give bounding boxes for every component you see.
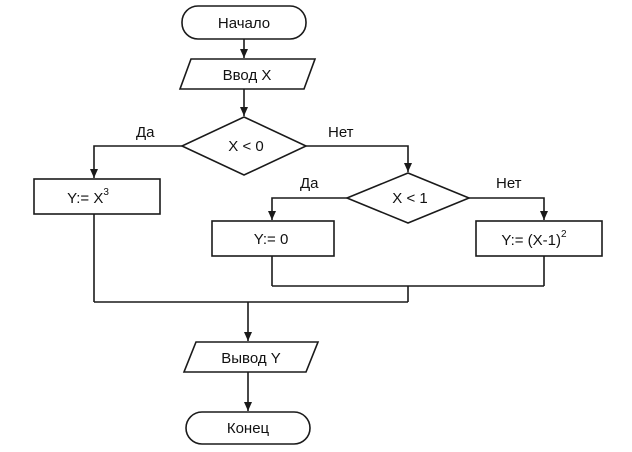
assign-zero-label: Y:= 0 (254, 231, 289, 248)
edge-cond2-no (469, 197, 548, 220)
assign-cube-label: Y:= X3 (67, 187, 109, 207)
decision-x-lt-0: X < 0 (180, 116, 308, 176)
decision-x-lt-0-label: X < 0 (228, 138, 263, 155)
output-label: Вывод Y (221, 350, 281, 367)
assign-square-label: Y:= (X-1)2 (501, 229, 567, 249)
input-node: Ввод X (178, 58, 317, 90)
cond2-yes-label: Да (300, 175, 319, 192)
edge-cond1-yes (90, 145, 182, 178)
decision-x-lt-1: X < 1 (344, 172, 472, 224)
cond1-no-label: Нет (328, 124, 354, 141)
cond1-yes-label: Да (136, 124, 155, 141)
assign-zero-node: Y:= 0 (211, 220, 335, 257)
end-node: Конец (185, 411, 311, 445)
edge-cond1-no (306, 145, 412, 172)
decision-x-lt-1-label: X < 1 (392, 190, 427, 207)
end-label: Конец (227, 420, 270, 437)
start-node: Начало (181, 5, 307, 40)
cond2-no-label: Нет (496, 175, 522, 192)
assign-cube-node: Y:= X3 (33, 178, 161, 215)
start-label: Начало (218, 15, 270, 32)
output-node: Вывод Y (182, 341, 320, 373)
input-label: Ввод X (223, 67, 272, 84)
assign-square-node: Y:= (X-1)2 (475, 220, 603, 257)
edge-cond2-yes (268, 197, 347, 220)
